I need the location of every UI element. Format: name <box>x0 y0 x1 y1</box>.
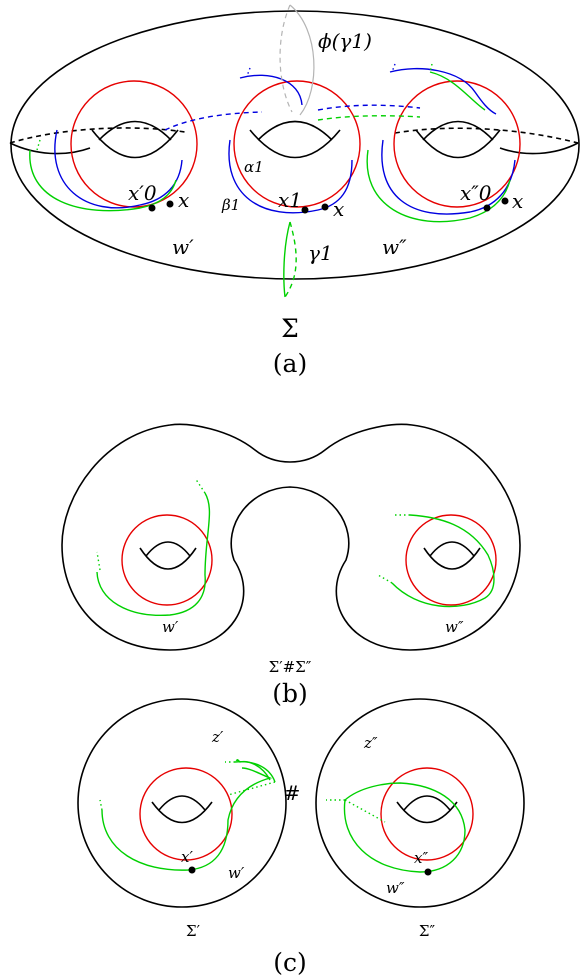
label-phi-gamma1: ϕ(γ1) <box>318 29 372 53</box>
panel-b: w′ w″ Σ′#Σ″ (b) <box>61 423 521 708</box>
label-x1: x1 <box>278 188 302 212</box>
label-c-w-double-prime: w″ <box>386 879 405 897</box>
gamma1-back <box>284 221 297 298</box>
label-w-prime: w′ <box>172 235 194 259</box>
gamma-top-dots <box>36 63 433 151</box>
label-c-x-prime: x′ <box>181 848 193 866</box>
basepoint-x0-double-prime <box>483 204 491 212</box>
connected-sum-boundary <box>61 423 521 651</box>
gamma-c-left-dots <box>99 761 276 811</box>
hole-c-right <box>396 795 458 824</box>
gamma-b-left <box>96 492 211 617</box>
gamma1-curve <box>283 221 291 298</box>
beta-back-dashes <box>164 104 421 131</box>
surface-label-sigma-double-prime: Σ″ <box>419 922 436 940</box>
label-c-x-double-prime: x″ <box>414 849 428 867</box>
surface-label-connected-sum: Σ′#Σ″ <box>269 658 312 676</box>
alpha-b-left <box>121 514 213 606</box>
surface-label-sigma: Σ <box>281 314 299 343</box>
basepoint-x-left <box>166 200 174 208</box>
gamma-curve-right <box>366 149 511 223</box>
label-x-right: x <box>512 189 523 213</box>
label-alpha1: α1 <box>244 158 264 176</box>
label-c-z-prime: z′ <box>211 728 224 746</box>
gamma-b-right-dots <box>377 514 410 584</box>
gamma-b-right <box>391 514 495 608</box>
label-c-w-prime: w′ <box>228 864 245 882</box>
gamma-curve-left <box>29 149 177 212</box>
panel-a: ϕ(γ1) α1 β1 x′0 x x1 x x″0 x γ1 w′ w″ Σ … <box>9 4 580 378</box>
phi-gamma1-back <box>279 4 293 113</box>
hole-right <box>415 120 501 159</box>
basepoint-x-right <box>501 197 509 205</box>
gamma-top-arc <box>429 71 486 111</box>
caption-a: (a) <box>273 349 307 378</box>
hole-left <box>91 120 179 159</box>
basepoint-x0-prime <box>148 204 156 212</box>
label-x-mid: x <box>333 197 344 221</box>
basepoint-c-x-prime <box>188 866 196 874</box>
gamma-back-dashes <box>317 115 421 121</box>
caption-c: (c) <box>273 948 307 977</box>
label-beta1: β1 <box>221 196 240 214</box>
beta-curve-left <box>54 129 183 209</box>
hole-b-right <box>423 541 481 570</box>
phi-gamma1-curve <box>289 4 315 116</box>
label-x-left: x <box>178 188 189 212</box>
belt-curve-front-left <box>9 142 91 155</box>
label-b-w-prime: w′ <box>162 618 179 636</box>
panel-c: z′ z″ # x′ w′ x″ w″ Σ′ Σ″ (c) <box>77 698 525 977</box>
gamma-c-left-arc <box>234 761 276 783</box>
alpha1-curve <box>233 80 361 208</box>
basepoint-x1 <box>301 206 309 214</box>
connected-sum-hash: # <box>284 781 301 805</box>
beta-top-dots <box>246 63 396 77</box>
surface-label-sigma-prime: Σ′ <box>186 922 201 940</box>
label-w-double-prime: w″ <box>382 235 407 259</box>
label-c-z-double-prime: z″ <box>363 734 378 752</box>
belt-curve-front-right <box>499 142 579 155</box>
beta-top-arcs <box>239 67 497 115</box>
gamma-b-left-dots <box>96 477 206 571</box>
alpha-b-right <box>405 514 497 606</box>
hole-c-left <box>151 795 213 824</box>
hole-b-left <box>139 541 197 570</box>
belt-curve-back <box>9 127 579 144</box>
alpha-curve-right <box>393 80 521 208</box>
gamma-c-left <box>101 767 273 871</box>
hole-middle <box>249 120 341 159</box>
torus-right-boundary <box>315 698 525 908</box>
label-x0-double-prime: x″0 <box>460 181 492 205</box>
gamma-c-right <box>343 782 466 873</box>
alpha-curve-left <box>70 80 198 208</box>
label-b-w-double-prime: w″ <box>445 618 464 636</box>
sigma-outer-boundary <box>10 10 580 280</box>
label-x0-prime: x′0 <box>128 181 157 205</box>
basepoint-c-x-double-prime <box>424 868 432 876</box>
basepoint-x-mid <box>321 203 329 211</box>
gamma-c-right-dots <box>326 799 386 823</box>
caption-b: (b) <box>272 679 308 708</box>
torus-left-boundary <box>77 698 287 908</box>
alpha-c-left <box>139 767 233 861</box>
beta-curve-right <box>381 139 516 215</box>
label-gamma1: γ1 <box>308 241 333 265</box>
alpha-c-right <box>380 767 474 861</box>
